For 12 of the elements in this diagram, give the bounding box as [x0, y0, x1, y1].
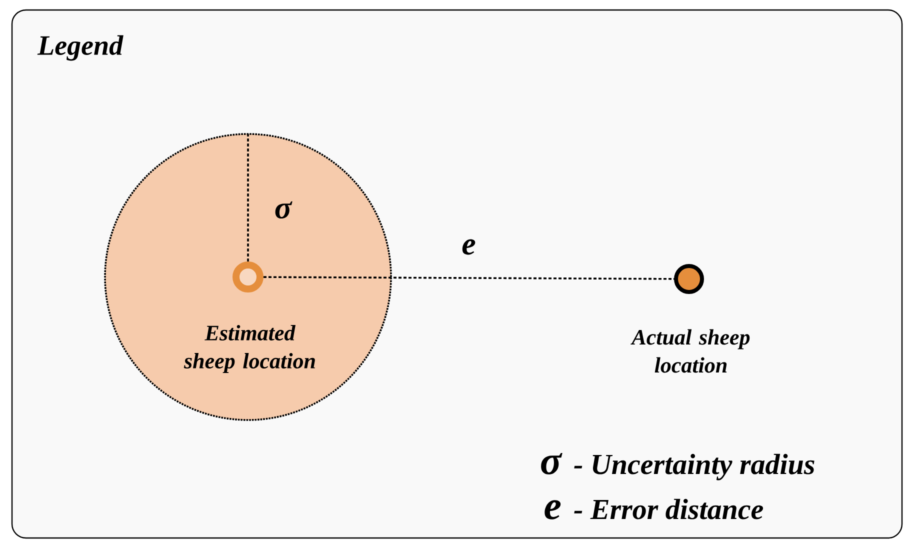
key-text: - Error distance — [574, 498, 764, 520]
location-caption: Estimated sheep location — [184, 325, 315, 373]
dimension-label: σ — [275, 201, 292, 219]
location-marker — [674, 264, 704, 294]
key-text: - Uncertainty radius — [574, 454, 814, 480]
estimate-marker — [232, 262, 264, 292]
key-symbol: e — [544, 500, 561, 520]
location-caption: Actual sheep location — [630, 329, 750, 373]
edge-label: e — [462, 239, 476, 255]
key-symbol: σ — [541, 452, 562, 474]
uncertainty-circle — [104, 133, 392, 421]
legend-title: Legend — [37, 35, 124, 61]
